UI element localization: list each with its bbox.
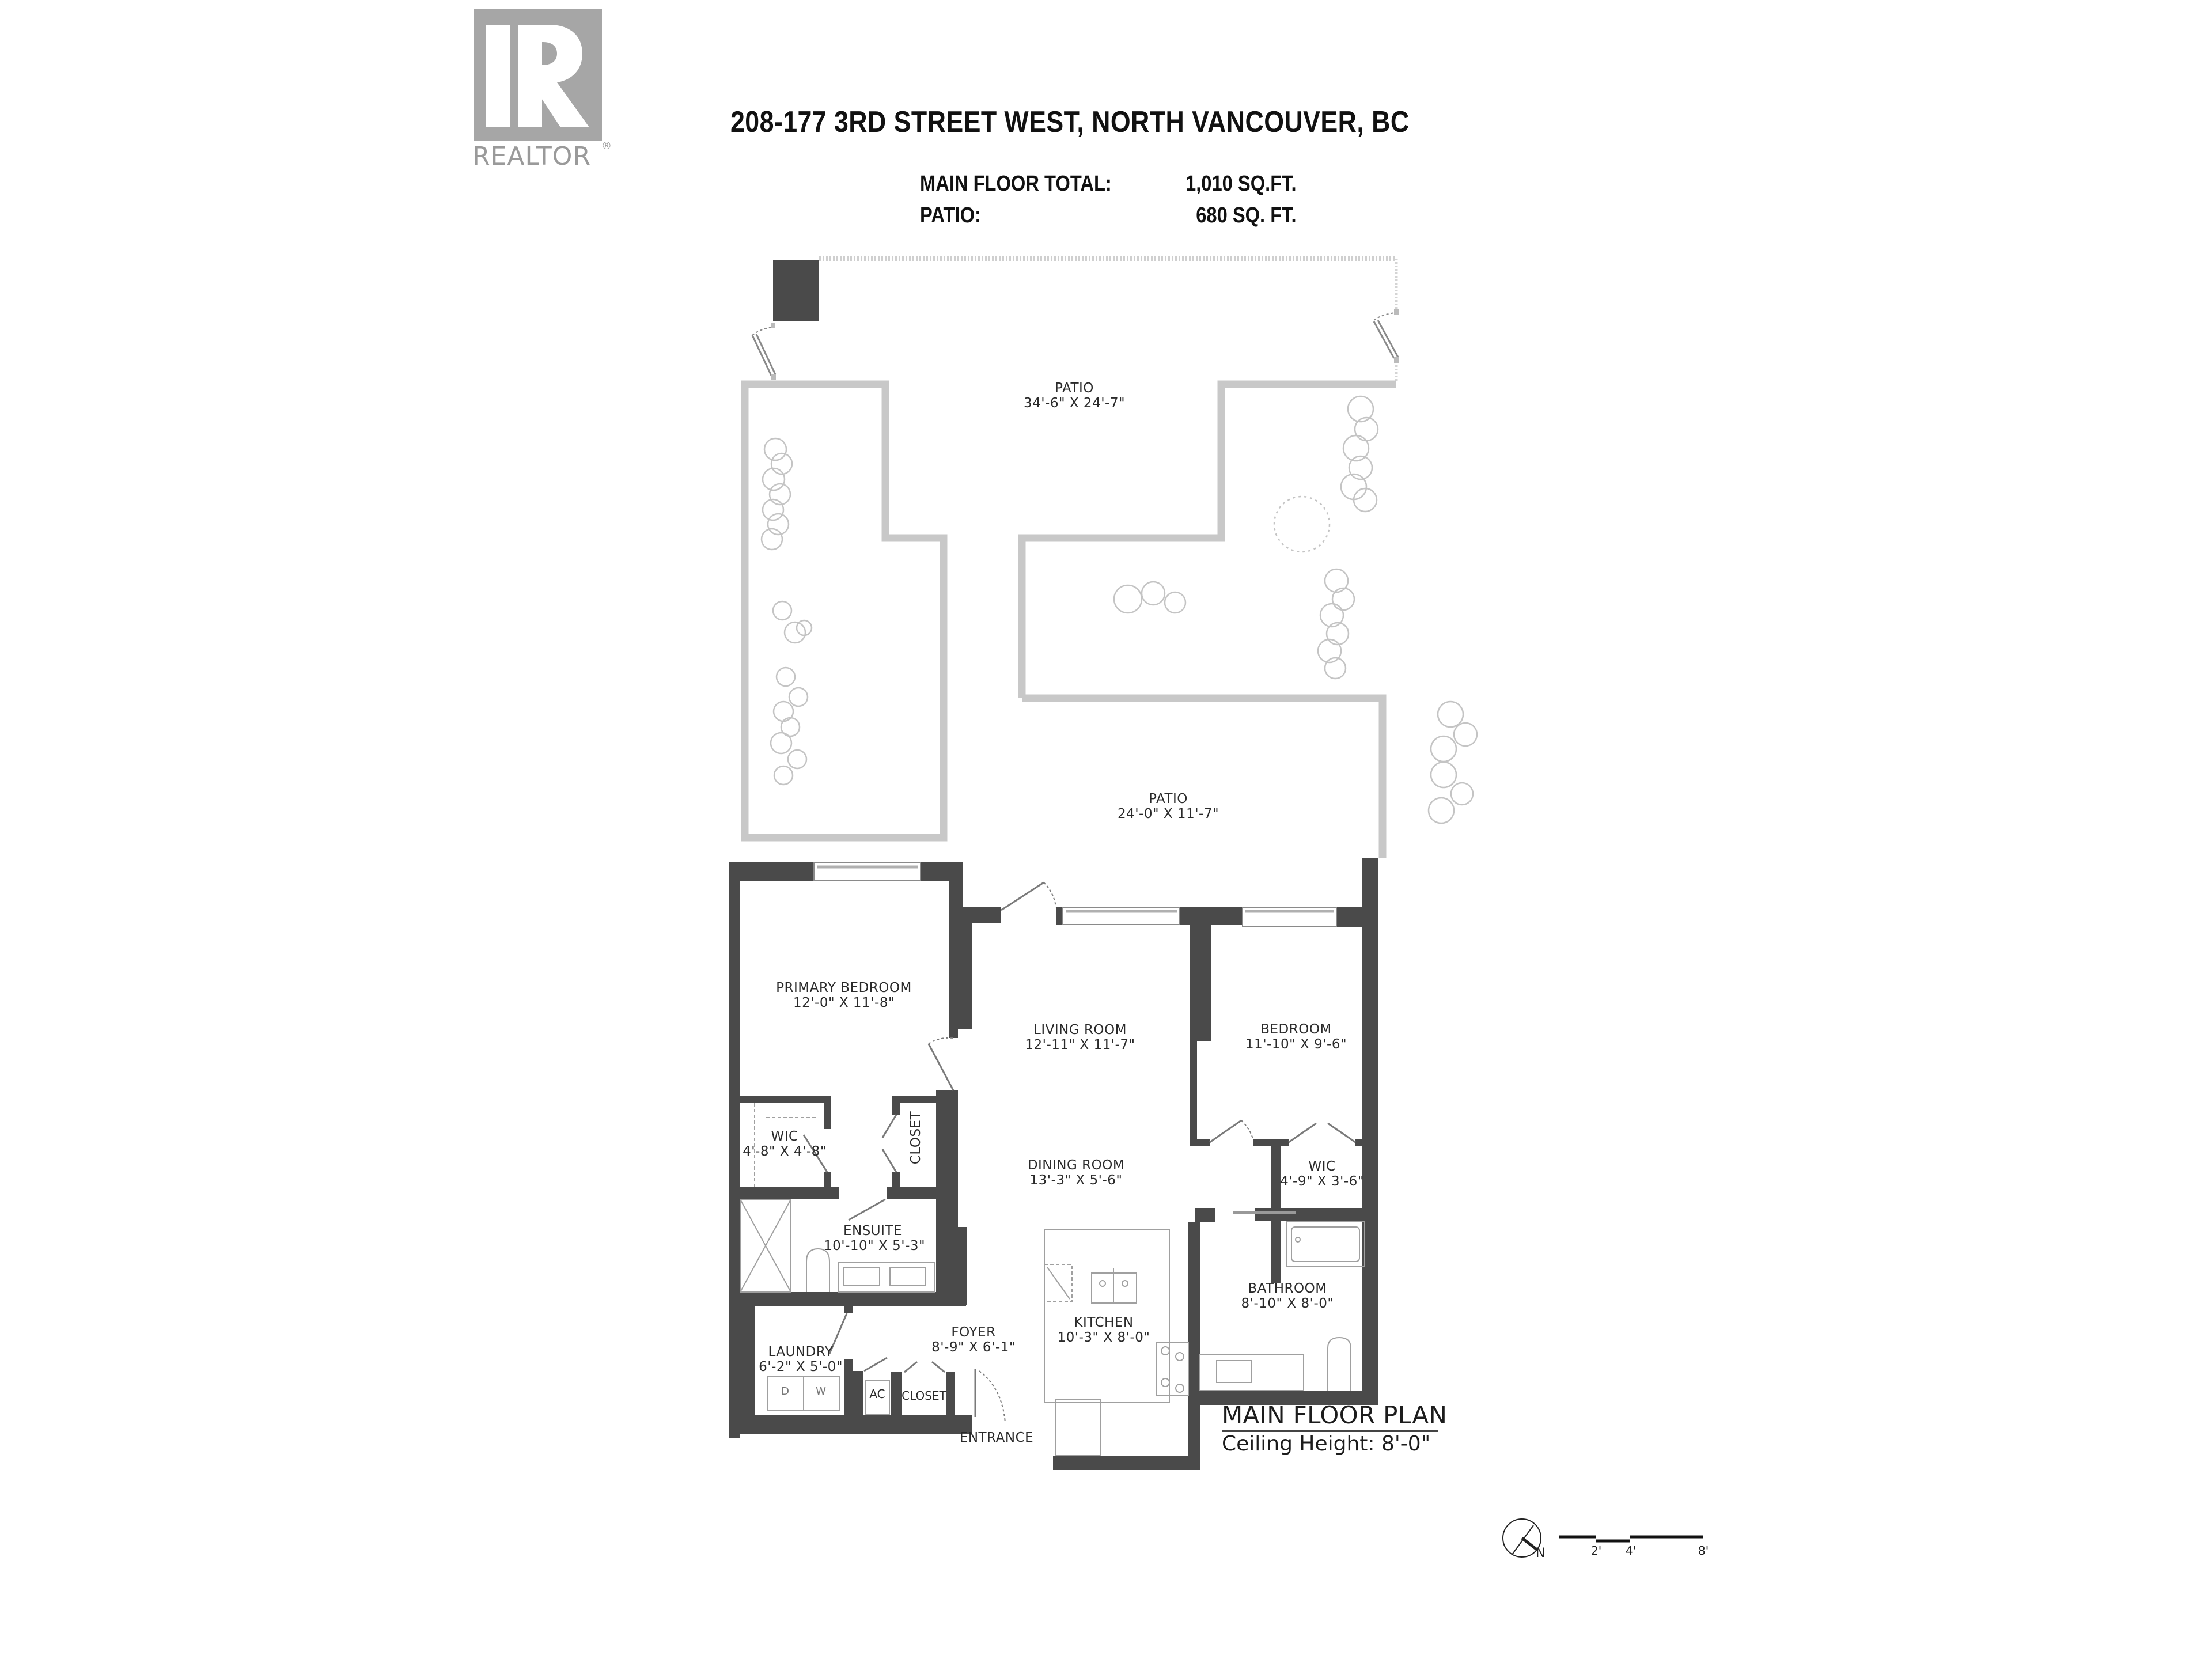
window-primary-bedroom	[813, 862, 921, 881]
realtor-wordmark: REALTOR	[472, 142, 592, 171]
patio-railing	[819, 256, 1398, 381]
room-label-dining-room: DINING ROOM 13'-3" X 5'-6"	[1027, 1158, 1125, 1188]
door-wic-primary	[802, 1134, 828, 1173]
scale-tick-4ft: 4'	[1626, 1544, 1637, 1558]
room-label-ac: AC	[869, 1387, 885, 1401]
room-label-wic-primary: WIC 4'-8" X 4'-8"	[743, 1129, 827, 1160]
plan-title: MAIN FLOOR PLAN	[1222, 1401, 1448, 1429]
room-label-wic-bedroom: WIC 4'-9" X 3'-6"	[1280, 1159, 1364, 1190]
registered-mark: ®	[601, 140, 612, 152]
dryer-label: D	[781, 1385, 789, 1397]
patio-gate-right-icon	[1373, 309, 1399, 363]
fixtures	[740, 1103, 1365, 1456]
room-label-bedroom: BEDROOM 11'-10" X 9'-6"	[1245, 1022, 1347, 1052]
scale-tick-2ft: 2'	[1591, 1544, 1602, 1558]
room-label-closet-primary: CLOSET	[908, 1111, 923, 1165]
vanity-icon	[838, 1262, 935, 1293]
toilet-icon	[806, 1248, 830, 1292]
bathtub-icon	[1286, 1221, 1365, 1267]
scale-tick-8ft: 8'	[1698, 1544, 1709, 1558]
washer-label: W	[816, 1385, 826, 1397]
dishwasher-icon	[1044, 1264, 1073, 1302]
realtor-r-icon	[486, 25, 589, 127]
area-value: 680 SQ. FT.	[1196, 203, 1297, 228]
room-label-closet-foyer: CLOSET	[902, 1389, 946, 1403]
patio-gate-left-icon	[751, 323, 777, 380]
door-closet-primary-a	[881, 1114, 897, 1138]
north-compass-icon	[1502, 1518, 1541, 1558]
room-label-laundry: LAUNDRY 6'-2" X 5'-0"	[759, 1344, 843, 1375]
door-closet-primary-b	[881, 1149, 897, 1173]
column-block	[773, 260, 819, 321]
area-label: MAIN FLOOR TOTAL:	[920, 172, 1112, 196]
north-label: N	[1536, 1546, 1546, 1560]
room-label-patio-lower: PATIO 24'-0" X 11'-7"	[1117, 791, 1219, 822]
room-label-kitchen: KITCHEN 10'-3" X 8'-0"	[1057, 1315, 1150, 1346]
bathroom-vanity-icon	[1199, 1354, 1304, 1391]
room-label-primary-bedroom: PRIMARY BEDROOM 12'-0" X 11'-8"	[776, 980, 912, 1011]
doors	[802, 881, 1356, 1423]
room-label-entrance: ENTRANCE	[959, 1430, 1034, 1445]
door-laundry	[828, 1313, 848, 1354]
area-summary: MAIN FLOOR TOTAL: 1,010 SQ.FT. PATIO: 68…	[920, 172, 1358, 235]
room-label-bathroom: BATHROOM 8'-10" X 8'-0"	[1241, 1281, 1334, 1312]
area-value: 1,010 SQ.FT.	[1185, 172, 1297, 196]
door-ensuite	[848, 1198, 886, 1221]
ceiling-height: Ceiling Height: 8'-0"	[1222, 1432, 1431, 1456]
area-row-main-floor: MAIN FLOOR TOTAL: 1,010 SQ.FT.	[920, 172, 1297, 203]
washer-icon	[803, 1376, 840, 1411]
interior-walls	[729, 858, 1378, 1470]
area-row-patio: PATIO: 680 SQ. FT.	[920, 203, 1297, 235]
shower-icon	[740, 1199, 791, 1293]
room-label-living-room: LIVING ROOM 12'-11" X 11'-7"	[1025, 1022, 1135, 1053]
room-label-patio-upper: PATIO 34'-6" X 24'-7"	[1023, 381, 1126, 411]
shrub-icons	[760, 395, 1478, 824]
area-label: PATIO:	[920, 203, 981, 228]
fridge-icon	[1055, 1399, 1101, 1456]
scale-bar	[1559, 1535, 1703, 1543]
door-patio	[1001, 881, 1044, 911]
windows	[813, 862, 1337, 927]
ac-unit-icon	[865, 1380, 890, 1415]
cooktop-icon	[1156, 1342, 1189, 1396]
door-primary-bedroom	[927, 1043, 955, 1091]
plan-title-divider	[1222, 1430, 1438, 1432]
door-ac	[863, 1357, 888, 1372]
door-bedroom	[1209, 1119, 1242, 1143]
room-label-foyer: FOYER 8'-9" X 6'-1"	[931, 1325, 1016, 1355]
patio-planter-walls	[741, 380, 1396, 858]
bathroom-toilet-icon	[1327, 1336, 1351, 1391]
room-label-ensuite: ENSUITE 10'-10" X 5'-3"	[824, 1224, 926, 1254]
property-address: 208-177 3RD STREET WEST, NORTH VANCOUVER…	[730, 105, 1410, 139]
